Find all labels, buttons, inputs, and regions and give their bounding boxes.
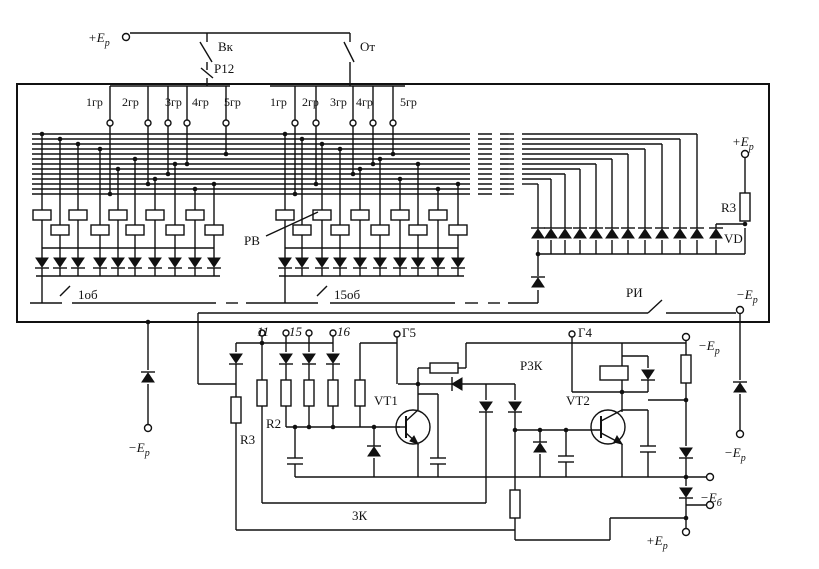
- r2-label: R2: [266, 416, 281, 431]
- g5-label: Г5: [402, 325, 416, 340]
- ri-label: РИ: [626, 285, 643, 300]
- g4-label: Г4: [578, 325, 593, 340]
- vt1-transistor: [395, 381, 446, 477]
- ob-contacts: [30, 276, 538, 304]
- minus-er-left-label: −Eр: [128, 440, 150, 459]
- r3k-label: Р3К: [520, 358, 543, 373]
- group-right-5: 5гр: [400, 95, 417, 109]
- terminal-15-label: 15: [289, 324, 303, 339]
- group-left-3: 3гр: [165, 95, 182, 109]
- right-supply-branch: [648, 314, 748, 537]
- minus-eb-label: −Eб: [700, 490, 723, 509]
- switch-ot-label: От: [360, 39, 375, 54]
- minus-er-right-label: −Eр: [736, 287, 758, 306]
- vt1-label: VT1: [374, 393, 398, 408]
- plus-er-right-label: +Eр: [732, 134, 754, 153]
- group-right-3: 3гр: [330, 95, 347, 109]
- feedback-network: [262, 342, 686, 504]
- group-left-4: 4гр: [192, 95, 209, 109]
- control-block-frame: [16, 83, 770, 323]
- relay-pv-label: РВ: [244, 233, 260, 248]
- vd-label: VD: [724, 231, 743, 246]
- relay-coils-right: [275, 209, 468, 236]
- vt2-label: VT2: [566, 393, 590, 408]
- group-left-1: 1гр: [86, 95, 103, 109]
- horizontal-bus-bundle: [32, 126, 697, 225]
- supply-top-label: +Eр: [88, 30, 110, 49]
- group-right-2: 2гр: [302, 95, 319, 109]
- diode-row-right: [277, 220, 466, 277]
- vd-diode-bank: [530, 134, 751, 303]
- terminal-11-label: 11: [257, 324, 269, 339]
- top-supply: [121, 32, 355, 86]
- switch-vk-label: Вк: [218, 39, 234, 54]
- group-busbars: [106, 85, 405, 127]
- minus-er-r1-label: −Eр: [698, 338, 720, 357]
- ob-15-label: 15об: [334, 287, 361, 302]
- r3-top-label: R3: [721, 200, 736, 215]
- vt2-transistor: [512, 409, 656, 477]
- r3k-relay: [568, 330, 656, 412]
- minus-er-r2-label: −Eр: [724, 445, 746, 464]
- relay-p12-label: Р12: [214, 61, 234, 76]
- ri-contact: [197, 299, 745, 385]
- zk-network: [236, 489, 689, 541]
- group-left-2: 2гр: [122, 95, 139, 109]
- group-right-4: 4гр: [356, 95, 373, 109]
- group-left-5: 5гр: [224, 95, 241, 109]
- zk-label: 3К: [352, 508, 368, 523]
- labels-layer: +Eр Вк От Р12 1гр 2гр 3гр 4гр 5гр 1гр 2г…: [78, 30, 758, 552]
- diode-row-left: [34, 220, 222, 277]
- plus-er-bottom-label: +Eр: [646, 533, 668, 552]
- ob-1-label: 1об: [78, 287, 98, 302]
- lower-input-network: [228, 329, 401, 530]
- group-right-1: 1гр: [270, 95, 287, 109]
- terminal-16-label: 16: [337, 324, 351, 339]
- r3-low-label: R3: [240, 432, 255, 447]
- left-diode-branch: [140, 319, 156, 433]
